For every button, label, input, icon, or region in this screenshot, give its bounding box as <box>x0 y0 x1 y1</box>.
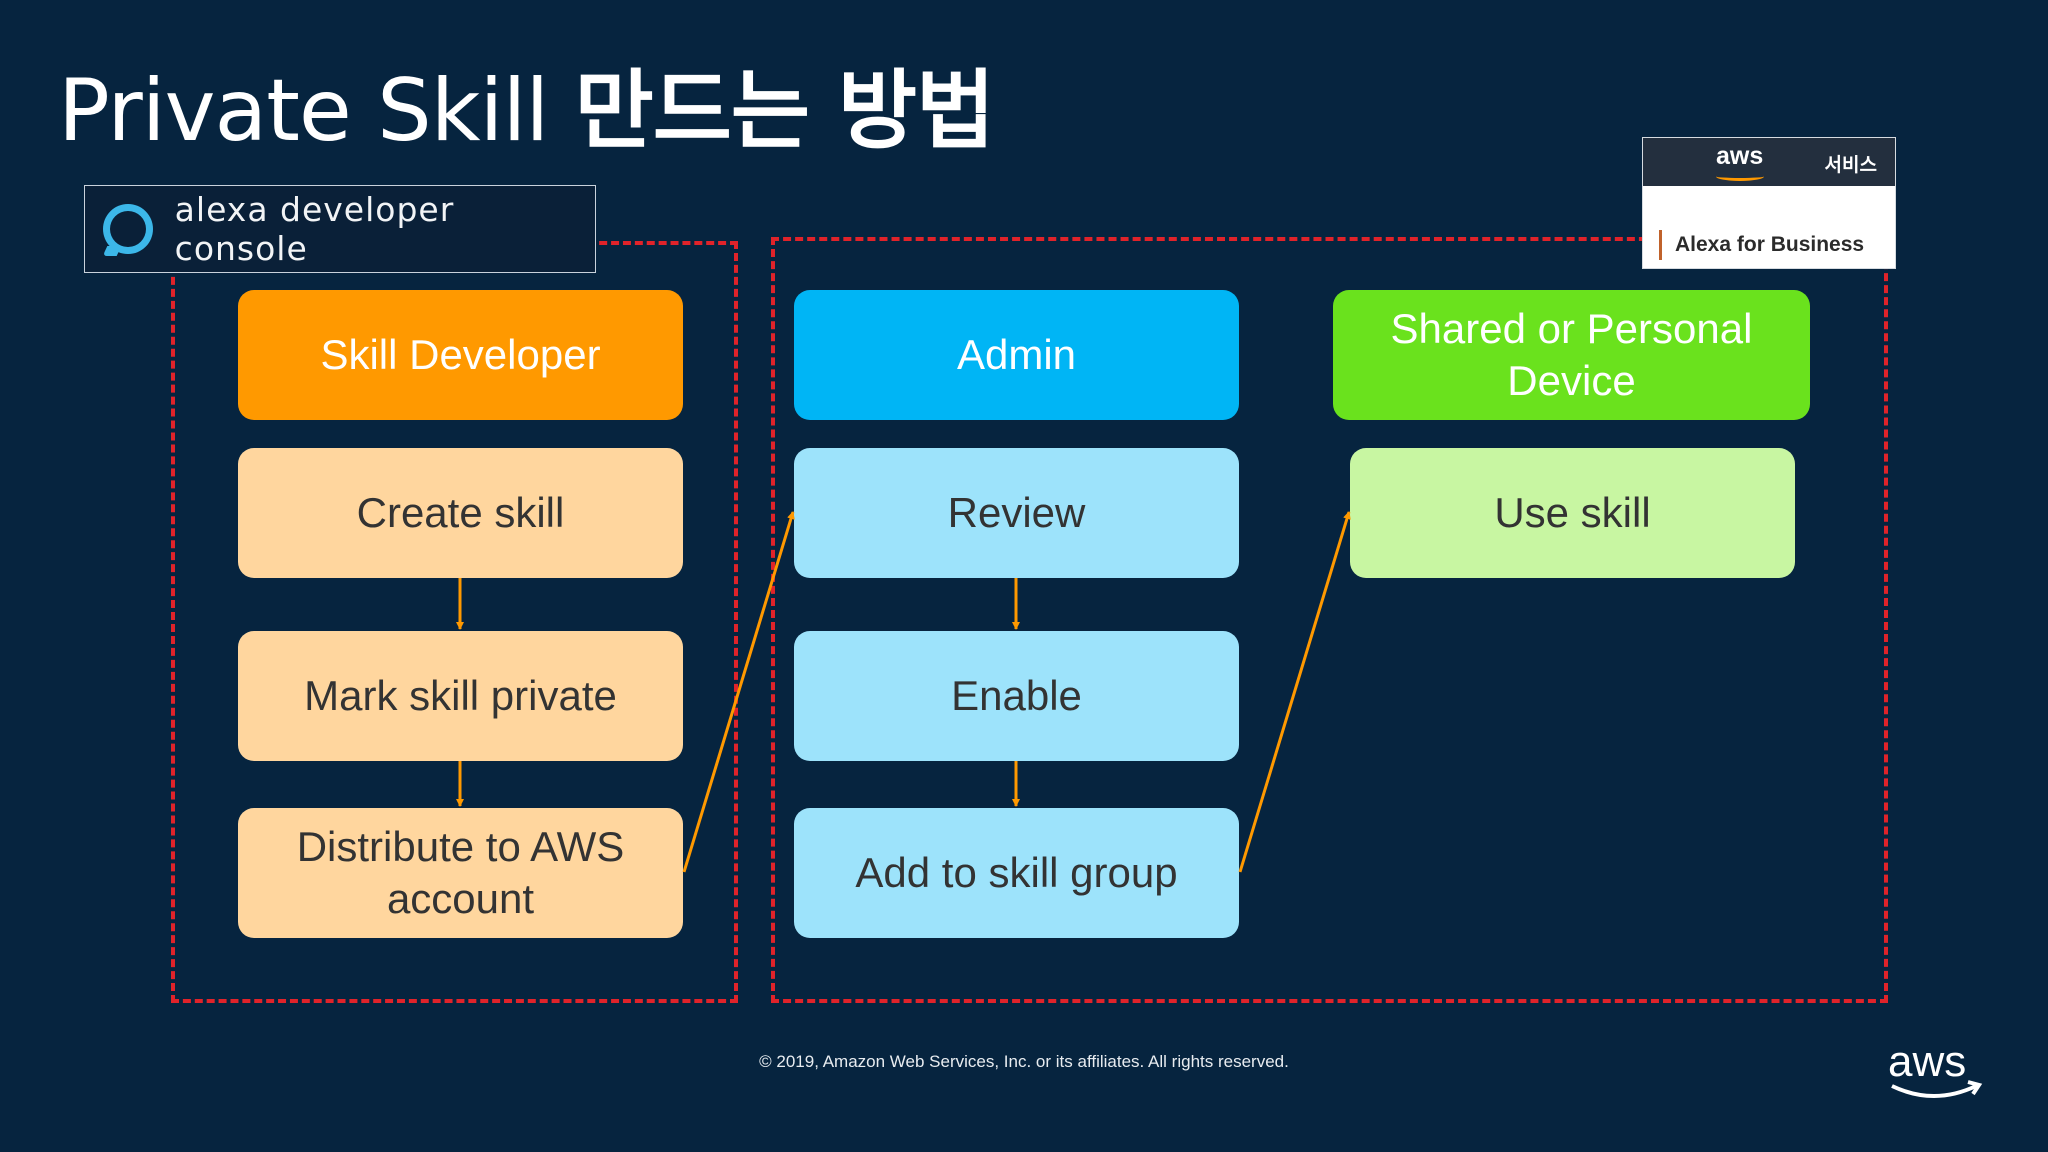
alexa-ring-icon <box>103 204 153 254</box>
aws-console-bar: aws 서비스 <box>1643 138 1895 186</box>
title-korean: 만드는 방법 <box>574 61 996 161</box>
alexa-for-business-frame <box>771 237 1888 1003</box>
alexa-for-business-label: Alexa for Business <box>1659 230 1864 260</box>
page-title: Private Skill 만드는 방법 <box>58 40 996 165</box>
svg-text:aws: aws <box>1888 1040 1966 1086</box>
services-menu: 서비스 <box>1824 154 1877 176</box>
copyright-notice: © 2019, Amazon Web Services, Inc. or its… <box>759 1052 1289 1071</box>
console-label: alexa developer console <box>174 190 455 268</box>
admin-header: Admin <box>794 290 1239 420</box>
step-enable: Enable <box>794 631 1239 761</box>
shared-or-personal-device-header: Shared or Personal Device <box>1333 290 1810 420</box>
aws-small-logo: aws <box>1716 142 1764 181</box>
step-add-to-skill-group: Add to skill group <box>794 808 1239 938</box>
arrow-distribute-to-review <box>682 511 795 873</box>
step-create-skill: Create skill <box>238 448 683 578</box>
step-mark-skill-private: Mark skill private <box>238 631 683 761</box>
aws-logo: aws <box>1888 1040 1983 1098</box>
step-use-skill: Use skill <box>1350 448 1795 578</box>
alexa-developer-console-badge: alexa developer console <box>84 185 596 273</box>
alexa-for-business-badge: aws 서비스 Alexa for Business <box>1642 137 1896 269</box>
step-review: Review <box>794 448 1239 578</box>
arrow-add-to-use <box>1238 511 1351 873</box>
step-distribute-to-aws-account: Distribute to AWS account <box>238 808 683 938</box>
skill-developer-header: Skill Developer <box>238 290 683 420</box>
title-prefix: Private Skill <box>58 61 549 161</box>
